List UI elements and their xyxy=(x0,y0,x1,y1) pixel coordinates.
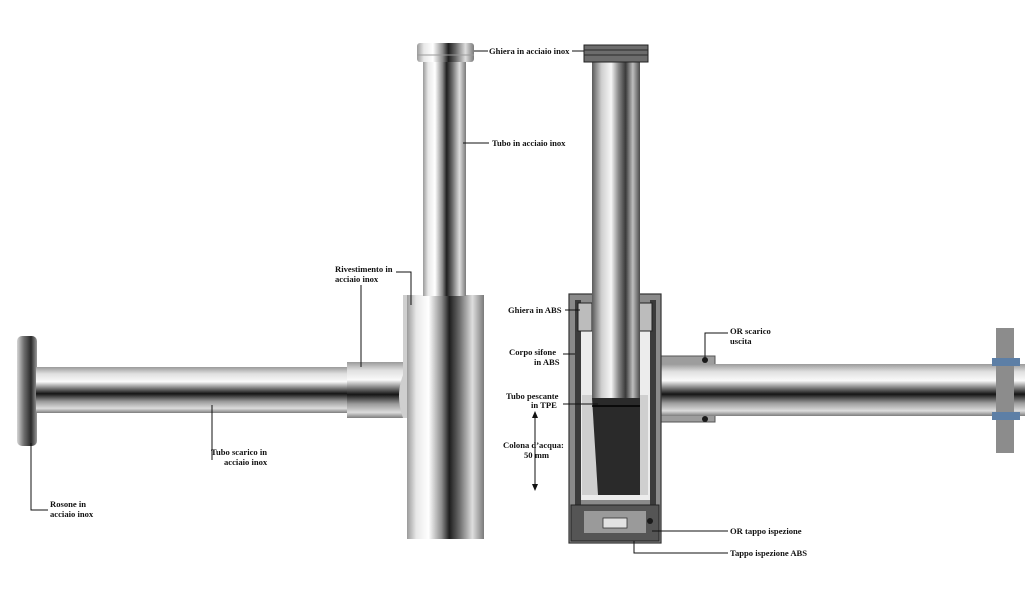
label-rosone-1: Rosone in xyxy=(50,499,86,509)
or-uscita-ring-top xyxy=(702,357,708,363)
outlet-inner xyxy=(660,364,1025,416)
label-tubo-inox: Tubo in acciaio inox xyxy=(492,138,566,148)
corpo-wall-left xyxy=(575,300,581,505)
tappo-knob xyxy=(602,517,628,529)
ghiera-abs-left xyxy=(577,302,593,332)
right-section-view xyxy=(568,44,1025,544)
corpo-wall-right xyxy=(650,300,656,505)
outlet-rosone-blue-2 xyxy=(992,412,1020,420)
label-pescante-2: in TPE xyxy=(531,400,557,410)
label-corpo-1: Corpo sifone xyxy=(509,347,556,357)
label-tubo-scarico-2: acciaio inox xyxy=(224,457,268,467)
label-or-uscita-2: uscita xyxy=(730,336,752,346)
siphon-body xyxy=(407,295,484,539)
label-ghiera-abs: Ghiera in ABS xyxy=(508,305,562,315)
label-colonna-2: 50 mm xyxy=(524,450,550,460)
label-rivestimento-1: Rivestimento in xyxy=(335,264,393,274)
label-rosone-2: acciaio inox xyxy=(50,509,94,519)
tubo-inox-section xyxy=(592,58,640,398)
label-tubo-scarico-1: Tubo scarico in xyxy=(211,447,267,457)
label-corpo-2: in ABS xyxy=(534,357,560,367)
label-tappo-abs: Tappo ispezione ABS xyxy=(730,548,807,558)
leader-lines xyxy=(30,50,728,554)
label-ghiera-inox: Ghiera in acciaio inox xyxy=(489,46,570,56)
or-uscita-ring-bottom xyxy=(702,416,708,422)
ghiera-abs-right xyxy=(637,302,653,332)
label-or-uscita-1: OR scarico xyxy=(730,326,771,336)
rosone-flange xyxy=(17,336,37,446)
label-rivestimento-2: acciaio inox xyxy=(335,274,379,284)
labels: Ghiera in acciaio inox Tubo in acciaio i… xyxy=(50,46,807,558)
ghiera-inox xyxy=(417,43,474,62)
tubo-scarico xyxy=(36,367,354,413)
label-colonna-1: Colona d’acqua: xyxy=(503,440,564,450)
or-tappo-ring xyxy=(647,518,653,524)
outlet-rosone-blue xyxy=(992,358,1020,366)
label-pescante-1: Tubo pescante xyxy=(506,391,559,401)
ghiera-inox-section xyxy=(583,44,649,63)
outlet-rosone xyxy=(996,328,1014,453)
left-siphon-view xyxy=(17,43,484,539)
label-or-tappo: OR tappo ispezione xyxy=(730,526,802,536)
tubo-pescante xyxy=(592,398,640,495)
tubo-inox xyxy=(423,60,466,296)
